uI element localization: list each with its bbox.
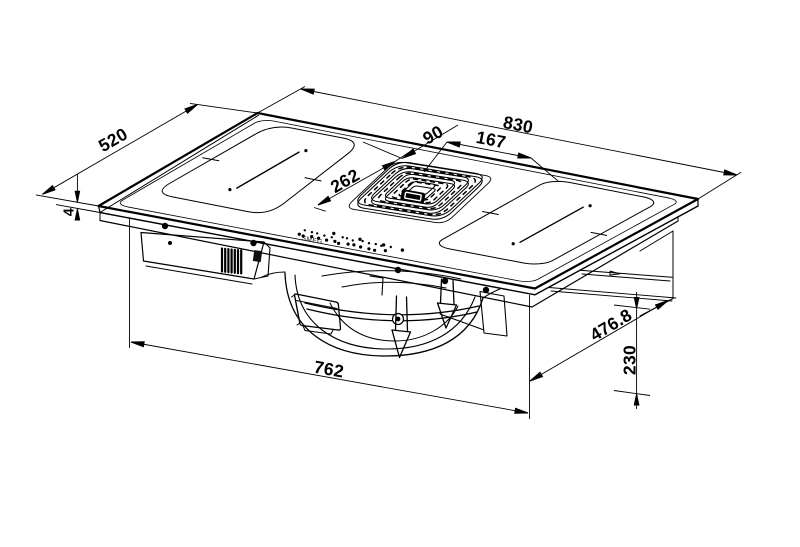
svg-text:230: 230 [620,345,640,375]
svg-text:SMEG: SMEG [301,235,323,246]
svg-text:4: 4 [62,208,78,216]
